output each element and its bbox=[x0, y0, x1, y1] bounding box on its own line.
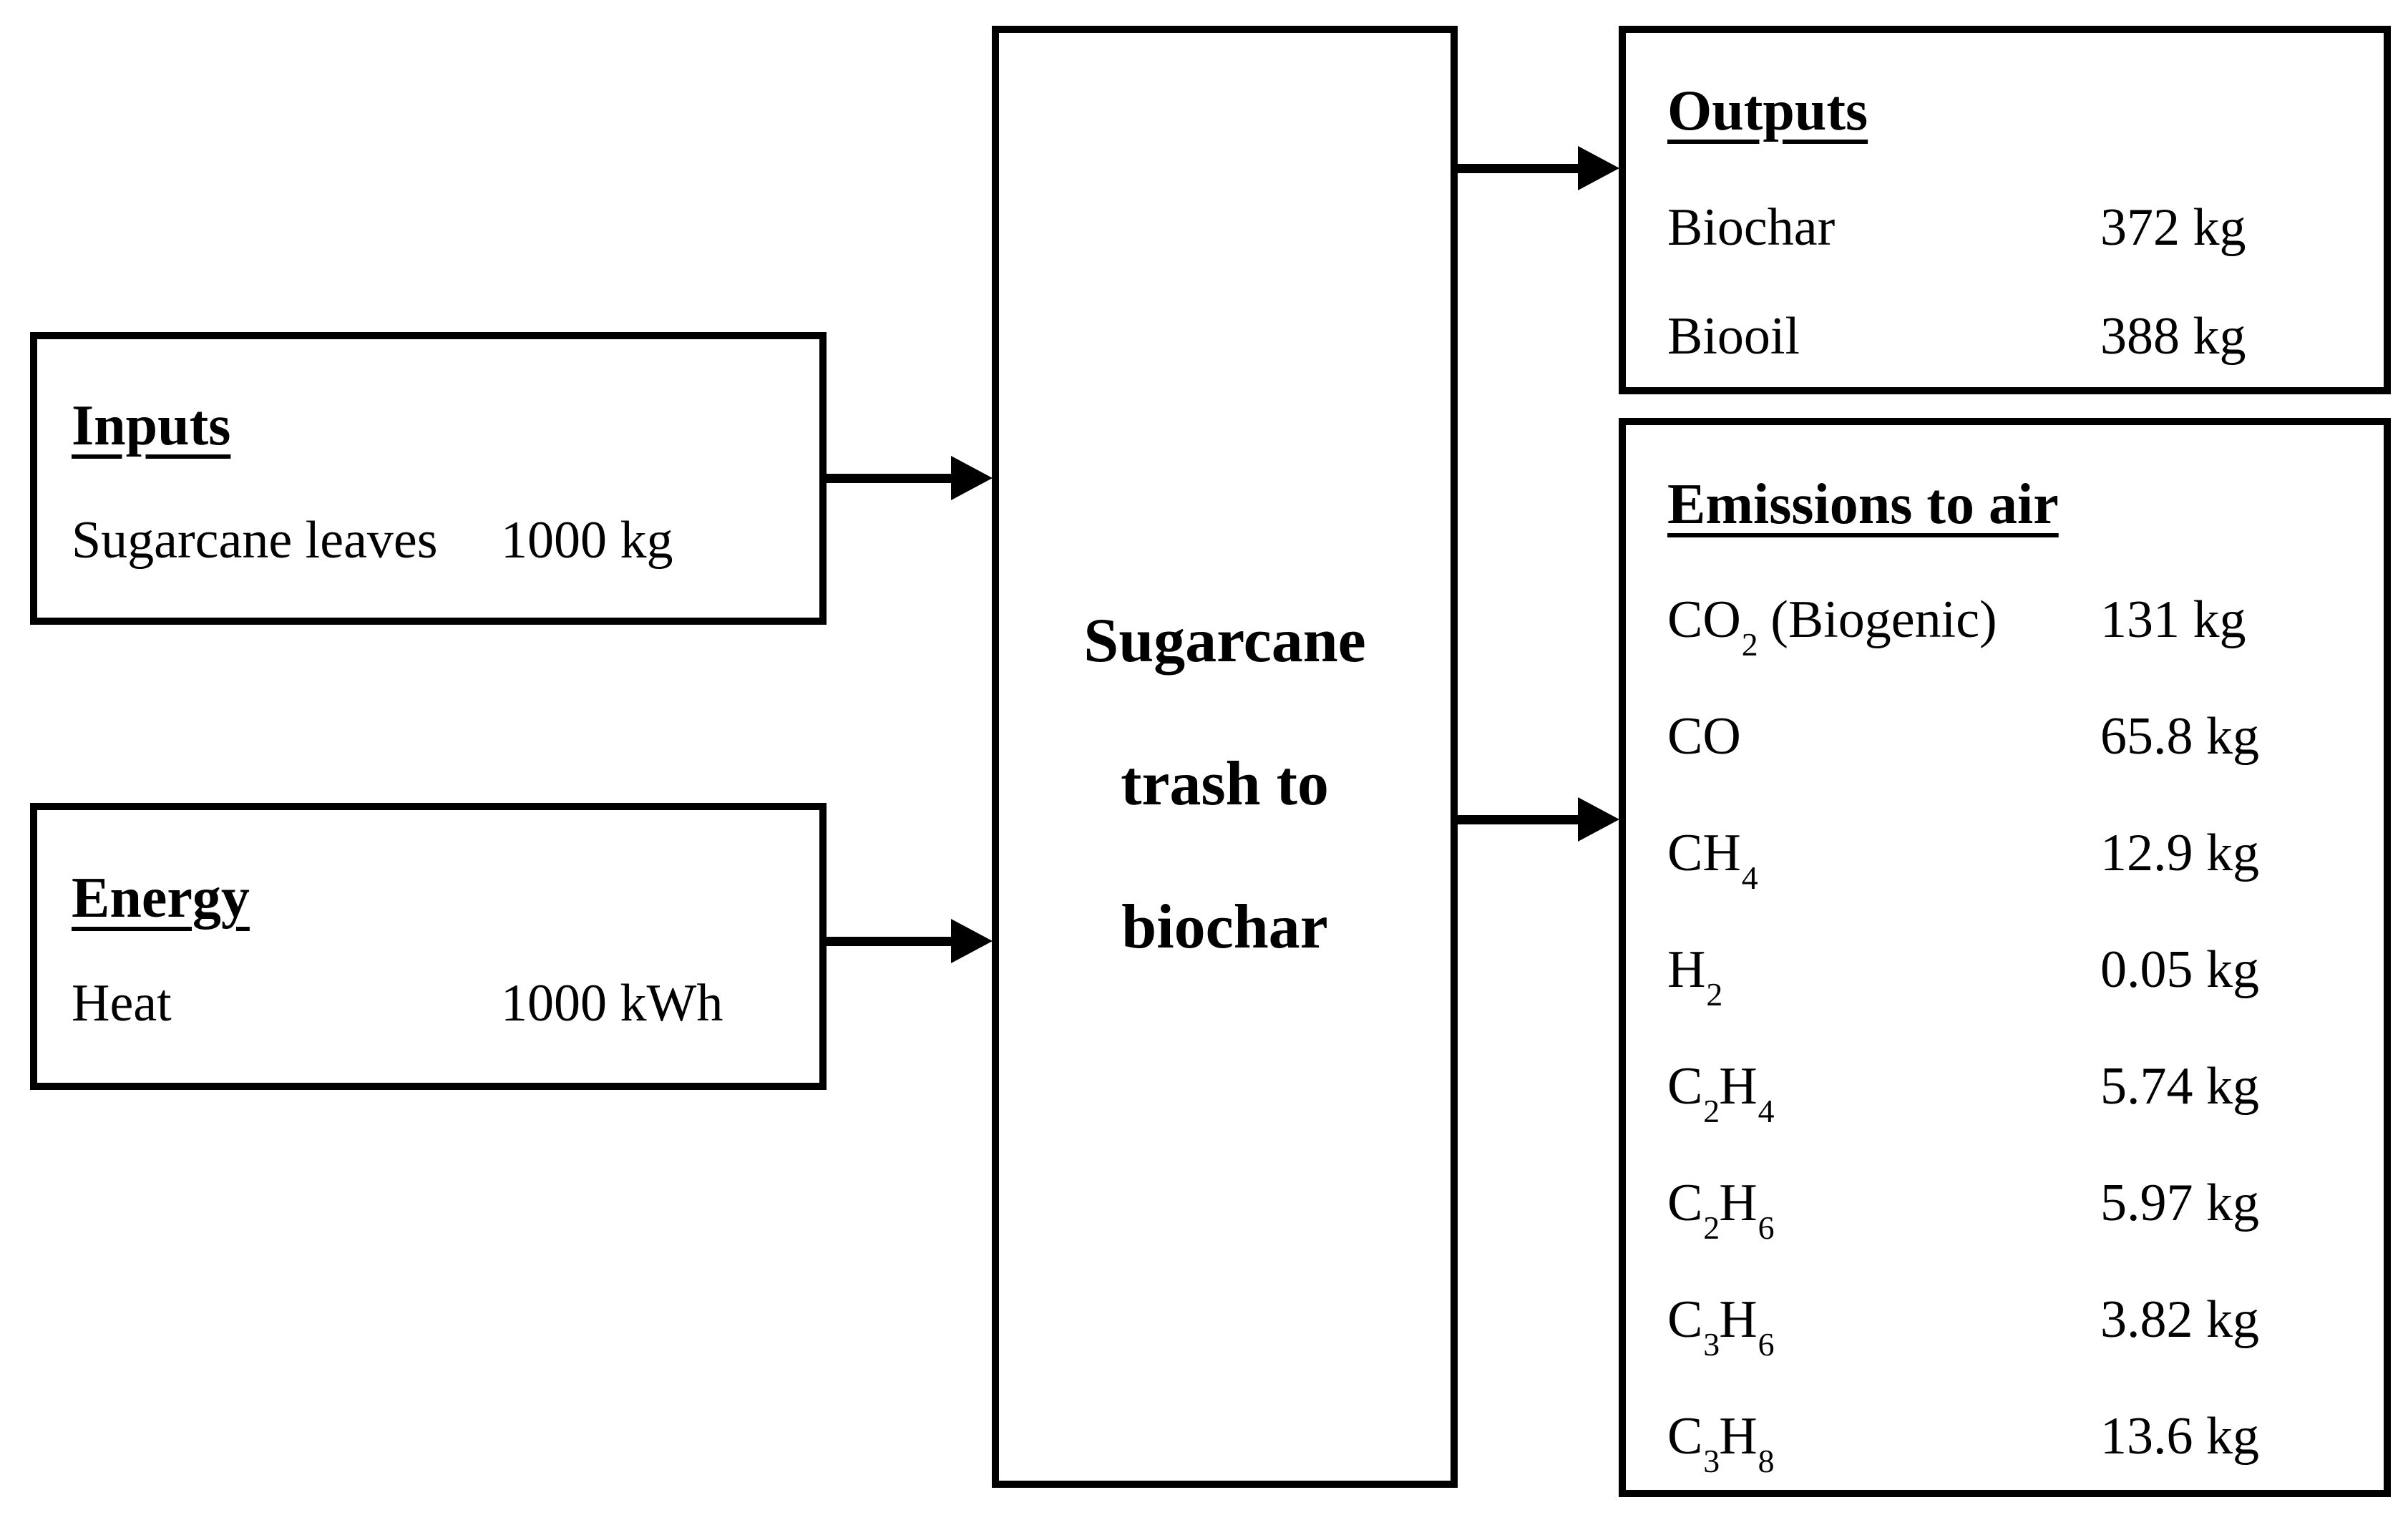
emissions-row-c3h6: C3H6 3.82 kg bbox=[1667, 1284, 2369, 1363]
outputs-box bbox=[1619, 26, 2391, 394]
outputs-row-label: Biooil bbox=[1667, 307, 1800, 366]
outputs-row-label: Biochar bbox=[1667, 198, 1836, 257]
outputs-box-title: Outputs bbox=[1667, 79, 1868, 142]
outputs-row-value: 388 kg bbox=[2100, 307, 2246, 366]
arrow-head-icon bbox=[951, 919, 993, 963]
emissions-row-value: 0.05 kg bbox=[2100, 940, 2259, 999]
emissions-row-h2: H2 0.05 kg bbox=[1667, 934, 2369, 1013]
energy-row-heat: Heat 1000 kWh bbox=[72, 968, 787, 1039]
inputs-row-label: Sugarcane leaves bbox=[72, 511, 438, 570]
energy-row-label: Heat bbox=[72, 974, 172, 1033]
energy-box-title: Energy bbox=[72, 867, 250, 930]
process-box-line-1: Sugarcane bbox=[1083, 606, 1366, 676]
emissions-row-ch4: CH4 12.9 kg bbox=[1667, 817, 2369, 896]
arrow-head-icon bbox=[951, 456, 993, 500]
emissions-row-formula: C3H8 bbox=[1667, 1407, 1775, 1479]
process-box-line-3: biochar bbox=[1121, 892, 1328, 962]
arrow-head-icon bbox=[1578, 146, 1619, 190]
outputs-row-value: 372 kg bbox=[2100, 198, 2246, 257]
arrow-line bbox=[1456, 815, 1579, 824]
emissions-row-value: 3.82 kg bbox=[2100, 1290, 2259, 1349]
emissions-row-c2h6: C2H6 5.97 kg bbox=[1667, 1167, 2369, 1246]
emissions-row-value: 131 kg bbox=[2100, 590, 2246, 649]
energy-row-value: 1000 kWh bbox=[501, 974, 723, 1033]
emissions-row-value: 5.97 kg bbox=[2100, 1174, 2259, 1232]
emissions-box bbox=[1619, 418, 2391, 1497]
outputs-row-biooil: Biooil 388 kg bbox=[1667, 301, 2369, 372]
emissions-row-formula: C2H4 bbox=[1667, 1057, 1775, 1129]
emissions-row-c3h8: C3H8 13.6 kg bbox=[1667, 1400, 2369, 1479]
emissions-row-value: 5.74 kg bbox=[2100, 1057, 2259, 1116]
emissions-row-formula: CO bbox=[1667, 707, 1741, 766]
emissions-row-formula: CO2 (Biogenic) bbox=[1667, 590, 1997, 663]
emissions-row-formula: H2 bbox=[1667, 940, 1723, 1013]
arrow-head-icon bbox=[1578, 797, 1619, 842]
emissions-row-value: 12.9 kg bbox=[2100, 824, 2259, 882]
emissions-box-title: Emissions to air bbox=[1667, 473, 2059, 536]
emissions-row-co: CO 65.8 kg bbox=[1667, 701, 2369, 772]
process-box: Sugarcane trash to biochar bbox=[992, 26, 1458, 1488]
emissions-row-value: 65.8 kg bbox=[2100, 707, 2259, 766]
emissions-row-c2h4: C2H4 5.74 kg bbox=[1667, 1051, 2369, 1129]
inputs-box-title: Inputs bbox=[72, 394, 231, 457]
inputs-box bbox=[30, 332, 827, 625]
arrow-line bbox=[825, 474, 952, 483]
energy-box bbox=[30, 803, 827, 1090]
inputs-row-value: 1000 kg bbox=[501, 511, 673, 570]
outputs-row-biochar: Biochar 372 kg bbox=[1667, 192, 2369, 263]
arrow-line bbox=[1456, 164, 1579, 173]
emissions-row-value: 13.6 kg bbox=[2100, 1407, 2259, 1466]
process-box-line-2: trash to bbox=[1121, 749, 1329, 819]
emissions-row-formula: C2H6 bbox=[1667, 1174, 1775, 1246]
inputs-row-sugarcane-leaves: Sugarcane leaves 1000 kg bbox=[72, 505, 787, 576]
emissions-row-formula: CH4 bbox=[1667, 824, 1758, 896]
arrow-line bbox=[825, 937, 952, 946]
emissions-row-formula: C3H6 bbox=[1667, 1290, 1775, 1363]
emissions-row-co2-biogenic: CO2 (Biogenic) 131 kg bbox=[1667, 584, 2369, 663]
